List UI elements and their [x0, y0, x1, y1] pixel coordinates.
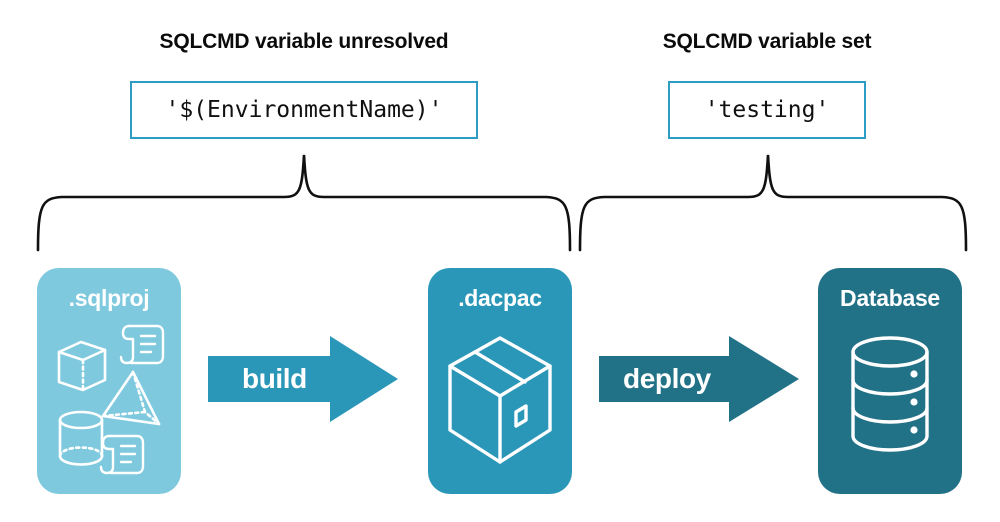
code-box-resolved-variable: 'testing' [668, 81, 866, 139]
arrow-build: build [208, 334, 398, 424]
artifact-label-dacpac: .dacpac [458, 285, 542, 311]
package-box-icon [448, 336, 552, 464]
artifact-card-dacpac: .dacpac [428, 268, 572, 494]
deploy-arrow-shape [599, 336, 799, 422]
code-box-unresolved-variable: '$(EnvironmentName)' [130, 81, 478, 139]
artifact-card-sqlproj: .sqlproj [37, 268, 181, 494]
build-arrow-shape [208, 336, 398, 422]
brace-deploy-phase [578, 154, 968, 252]
phase-title-build: SQLCMD variable unresolved [159, 30, 449, 53]
artifact-card-database: Database [818, 268, 962, 494]
database-cylinder-icon [851, 336, 929, 452]
arrow-deploy: deploy [599, 334, 799, 424]
brace-build-phase [36, 154, 572, 252]
phase-title-deploy: SQLCMD variable set [662, 30, 872, 53]
artifact-label-database: Database [840, 285, 940, 311]
wireframe-shapes-icon [57, 324, 165, 475]
artifact-label-sqlproj: .sqlproj [68, 285, 150, 311]
